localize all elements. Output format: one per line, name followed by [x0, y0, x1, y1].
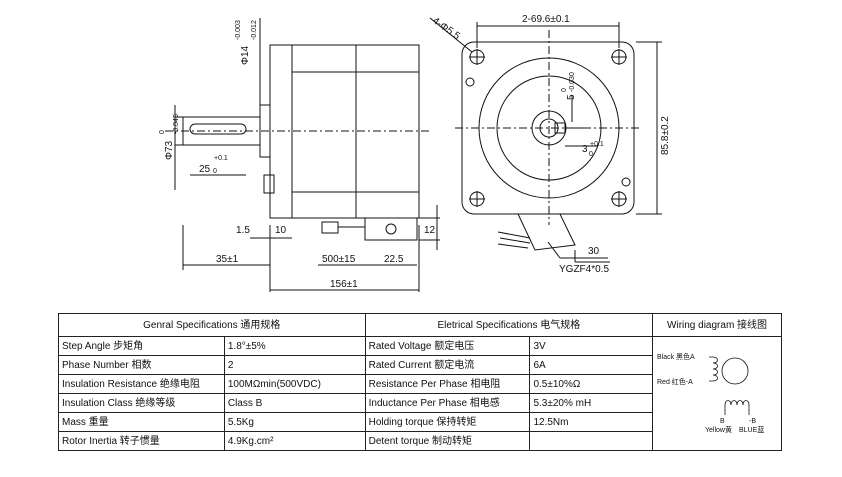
wire-black-label: Black 黑色A [657, 352, 695, 361]
wire-b-label: B [720, 418, 725, 425]
dim-hole-dia: 4-Φ5.5 [430, 15, 462, 42]
electrical-spec-header: Eletrical Specifications 电气规格 [364, 313, 654, 337]
dim-shaft-dia: Φ14 [240, 45, 251, 65]
step-angle-label: Step Angle 步矩角 [58, 336, 225, 356]
rated-voltage-value: 3V [529, 336, 654, 356]
phase-number-value: 2 [223, 355, 366, 375]
wire-yellow-label: Yellow黄 [705, 425, 732, 434]
mechanical-drawing: Φ14 -0.003 -0.012 Φ73 0 -0.045 25 +0.1 0… [159, 14, 671, 292]
mass-label: Mass 重量 [58, 412, 225, 432]
mass-value: 5.5Kg [223, 412, 366, 432]
dim-conn-w: 30 [588, 246, 600, 257]
inductance-per-phase-label: Inductance Per Phase 相电感 [364, 393, 531, 413]
insulation-class-label: Insulation Class 绝缘等级 [58, 393, 225, 413]
wiring-diagram-cell: Black 黑色A Red 红色-A B Yellow黄 -B BLUE蓝 [652, 336, 782, 451]
dim-key-depth-tol-low: 0 [589, 151, 593, 158]
dim-boss-dia: Φ73 [164, 140, 175, 160]
dim-flange-thick: 10 [275, 225, 287, 236]
rotor-inertia-value: 4.9Kg.cm² [223, 431, 366, 451]
dim-key-w: 5 [566, 94, 577, 100]
dim-key-tol-up: +0.1 [214, 155, 228, 162]
insulation-class-value: Class B [223, 393, 366, 413]
rotor-inertia-label: Rotor Inertia 转子惯量 [58, 431, 225, 451]
holding-torque-label: Holding torque 保持转矩 [364, 412, 531, 432]
phase-number-label: Phase Number 相数 [58, 355, 225, 375]
rated-current-label: Rated Current 额定电流 [364, 355, 531, 375]
wiring-diagram: Black 黑色A Red 红色-A B Yellow黄 -B BLUE蓝 [657, 352, 764, 434]
inductance-per-phase-value: 5.3±20% mH [529, 393, 654, 413]
dim-key-w-tol-up: 0 [561, 88, 568, 92]
dim-conn-len: 22.5 [384, 254, 404, 265]
table-row: Insulation Resistance 绝缘电阻 100MΩmin(500V… [58, 374, 782, 394]
table-row: Insulation Class 绝缘等级 Class B Inductance… [58, 393, 782, 413]
dim-flange-step: 1.5 [236, 225, 250, 236]
detent-torque-label: Detent torque 制动转矩 [364, 431, 531, 451]
table-row: Phase Number 相数 2 Rated Current 额定电流 6A [58, 355, 782, 375]
holding-torque-value: 12.5Nm [529, 412, 654, 432]
dim-conn-type: YGZF4*0.5 [559, 264, 609, 275]
dim-key-len: 25 [199, 164, 211, 175]
wiring-header: Wiring diagram 接线图 [652, 313, 782, 337]
insulation-resistance-label: Insulation Resistance 绝缘电阻 [58, 374, 225, 394]
rated-voltage-label: Rated Voltage 额定电压 [364, 336, 531, 356]
dim-conn-h: 12 [424, 225, 436, 236]
detent-torque-value [529, 431, 654, 451]
dim-shaft-tol-up: -0.003 [235, 20, 242, 40]
dim-key-depth: 3 [582, 144, 588, 155]
dim-key-w-tol-low: -0.030 [569, 72, 576, 92]
resistance-per-phase-label: Resistance Per Phase 相电阻 [364, 374, 531, 394]
dim-shaft-len: 35±1 [216, 254, 239, 265]
step-angle-value: 1.8°±5% [223, 336, 366, 356]
dim-shaft-tol-low: -0.012 [251, 20, 258, 40]
dim-total-len: 156±1 [330, 279, 358, 290]
table-row: Step Angle 步矩角 1.8°±5% Rated Voltage 额定电… [58, 336, 782, 451]
wire-red-label: Red 红色-A [657, 377, 693, 386]
dim-boss-tol-up: 0 [159, 130, 166, 134]
table-row: Rotor Inertia 转子惯量 4.9Kg.cm² Detent torq… [58, 431, 782, 451]
rated-current-value: 6A [529, 355, 654, 375]
dim-frame-h: 85.8±0.2 [660, 116, 671, 155]
dim-boss-tol-low: -0.045 [173, 114, 180, 134]
dim-hole-spacing: 2-69.6±0.1 [522, 14, 570, 25]
connector-block [364, 217, 418, 241]
general-spec-header: Genral Specifications 通用规格 [58, 313, 366, 337]
dim-cable-len: 500±15 [322, 254, 356, 265]
table-row: Mass 重量 5.5Kg Holding torque 保持转矩 12.5Nm [58, 412, 782, 432]
insulation-resistance-value: 100MΩmin(500VDC) [223, 374, 366, 394]
dim-key-tol-low: 0 [213, 168, 217, 175]
dim-key-depth-tol-up: +0.1 [590, 141, 604, 148]
wire-blue-label: BLUE蓝 [739, 425, 764, 434]
dimension-labels: Φ14 -0.003 -0.012 Φ73 0 -0.045 25 +0.1 0… [159, 14, 671, 290]
spec-table: Genral Specifications 通用规格 Eletrical Spe… [58, 313, 782, 451]
wire-nb-label: -B [749, 418, 756, 425]
resistance-per-phase-value: 0.5±10%Ω [529, 374, 654, 394]
